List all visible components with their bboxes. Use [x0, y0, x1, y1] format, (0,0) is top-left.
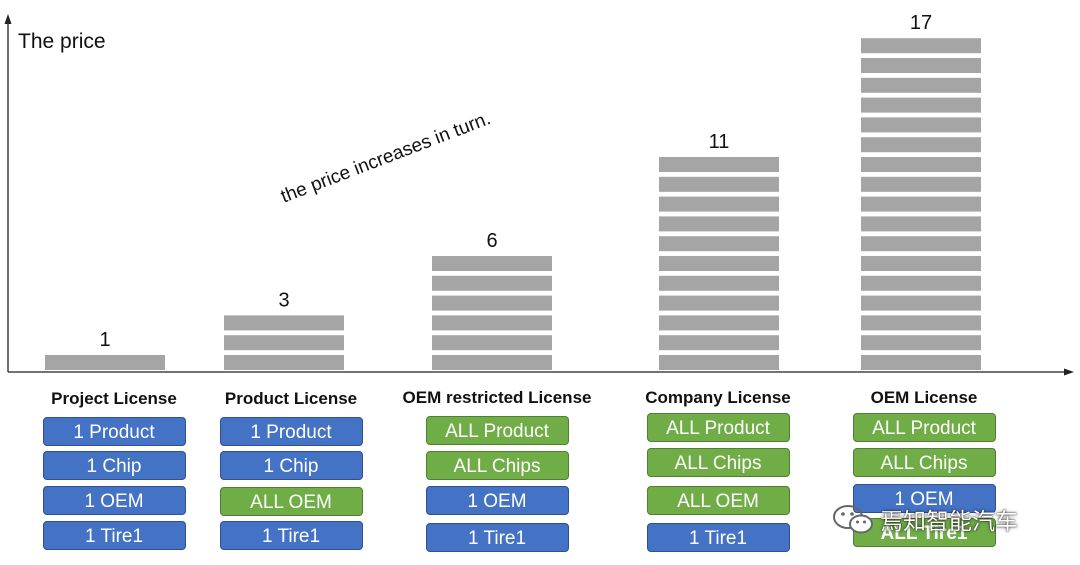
license-title: Company License	[645, 388, 791, 407]
license-option-chip: ALL Tire1	[852, 518, 996, 547]
bar-value-label: 3	[278, 289, 289, 311]
bar-segment	[861, 295, 981, 311]
bar-segment	[432, 335, 552, 351]
license-title: Project License	[51, 389, 177, 408]
bar-segment	[861, 236, 981, 252]
license-option-chip: ALL Product	[425, 416, 569, 445]
bar-segment	[861, 196, 981, 212]
bar-segment	[659, 295, 779, 311]
bar-segment	[659, 315, 779, 331]
license-option-chip: 1 Tire1	[219, 521, 363, 550]
bar-segment	[861, 58, 981, 73]
bar-4	[659, 157, 779, 370]
x-axis	[8, 368, 1074, 376]
bar-segment	[659, 335, 779, 351]
bar-segment	[861, 137, 981, 153]
bar-segment	[659, 176, 779, 192]
bar-value-label: 6	[486, 230, 497, 252]
license-title: OEM License	[870, 388, 978, 407]
bar-segment	[659, 157, 779, 172]
bar-segment	[861, 315, 981, 331]
bar-5	[861, 38, 981, 370]
bars-group: 1 3 6 11 17	[45, 12, 981, 370]
license-option-chip: 1 Tire1	[646, 523, 790, 552]
watermark-text: 焉知智能汽车	[880, 509, 1018, 535]
bar-segment	[432, 315, 552, 331]
bar-segment	[861, 38, 981, 54]
bar-segment	[861, 117, 981, 133]
license-option-chip: ALL OEM	[646, 486, 790, 515]
bar-segment	[432, 295, 552, 311]
watermark: 焉知智能汽车	[832, 502, 1018, 536]
bar-value-label: 17	[910, 12, 932, 34]
bar-1	[45, 355, 165, 370]
bar-segment	[432, 355, 552, 370]
license-option-chip: ALL Chips	[852, 448, 996, 477]
bar-segment	[659, 196, 779, 212]
bar-segment	[659, 275, 779, 291]
bar-segment	[861, 335, 981, 351]
bar-value-label: 11	[709, 131, 730, 153]
bar-segment	[659, 355, 779, 370]
bar-value-label: 1	[99, 329, 110, 351]
y-axis-label: The price	[18, 30, 106, 53]
license-title: OEM restricted License	[402, 388, 592, 407]
bar-segment	[224, 335, 344, 351]
bar-2	[224, 315, 344, 370]
license-option-chip: ALL Product	[852, 413, 996, 442]
bar-3	[432, 256, 552, 370]
bar-segment	[861, 216, 981, 232]
license-option-chip: ALL OEM	[219, 487, 363, 516]
bar-segment	[224, 315, 344, 331]
bar-segment	[861, 157, 981, 172]
license-option-chip: ALL Chips	[646, 448, 790, 477]
bar-segment	[861, 77, 981, 93]
license-option-chip: 1 OEM	[852, 484, 996, 513]
y-axis	[4, 14, 12, 372]
license-option-chip: 1 OEM	[42, 486, 186, 515]
bar-segment	[659, 236, 779, 252]
license-option-chip: 1 Product	[219, 417, 363, 446]
license-option-chip: 1 Chip	[42, 451, 186, 480]
bar-segment	[861, 256, 981, 271]
license-option-chip: ALL Product	[646, 413, 790, 442]
license-option-chip: 1 Tire1	[425, 523, 569, 552]
bar-segment	[861, 355, 981, 370]
license-option-chip: 1 Product	[42, 417, 186, 446]
license-option-chip: ALL Chips	[425, 451, 569, 480]
license-option-chip: 1 Tire1	[42, 521, 186, 550]
bar-segment	[659, 256, 779, 271]
bar-segment	[224, 355, 344, 370]
license-title: Product License	[224, 389, 358, 408]
bar-segment	[45, 355, 165, 370]
license-option-chip: 1 Chip	[219, 451, 363, 480]
bar-segment	[432, 256, 552, 271]
bar-segment	[861, 176, 981, 192]
bar-segment	[659, 216, 779, 232]
license-option-chip: 1 OEM	[425, 486, 569, 515]
bar-segment	[861, 275, 981, 291]
wechat-icon	[833, 505, 873, 534]
bar-segment	[432, 275, 552, 291]
bar-segment	[861, 97, 981, 113]
